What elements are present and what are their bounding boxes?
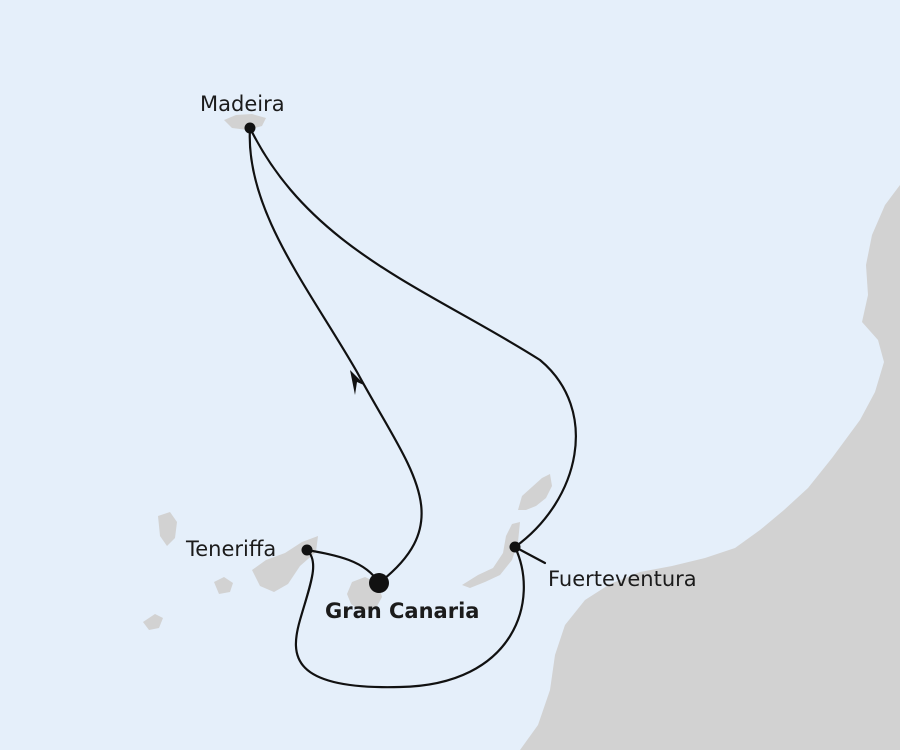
mainland-africa [520, 185, 900, 750]
port-marker-madeira [244, 122, 256, 134]
port-label-fuerteventura: Fuerteventura [548, 567, 697, 591]
route-fuerteventura-to-teneriffa [294, 545, 525, 689]
fuerteventura-leader-line [513, 545, 547, 565]
route-gran-canaria-to-madeira [248, 126, 423, 585]
island-fuerteventura [462, 522, 520, 588]
island-la-palma [158, 512, 177, 546]
port-marker-teneriffa [301, 544, 313, 556]
port-label-teneriffa: Teneriffa [186, 537, 277, 561]
island-madeira [224, 114, 266, 130]
port-marker-gran-canaria [369, 573, 389, 593]
island-la-gomera [214, 577, 233, 594]
island-el-hierro [143, 614, 163, 630]
island-lanzarote [518, 474, 552, 510]
direction-arrow-icon [350, 370, 366, 395]
route-madeira-to-fuerteventura [248, 126, 577, 549]
port-label-madeira: Madeira [200, 92, 285, 116]
port-marker-fuerteventura [509, 541, 521, 553]
port-label-gran-canaria: Gran Canaria [325, 599, 480, 623]
